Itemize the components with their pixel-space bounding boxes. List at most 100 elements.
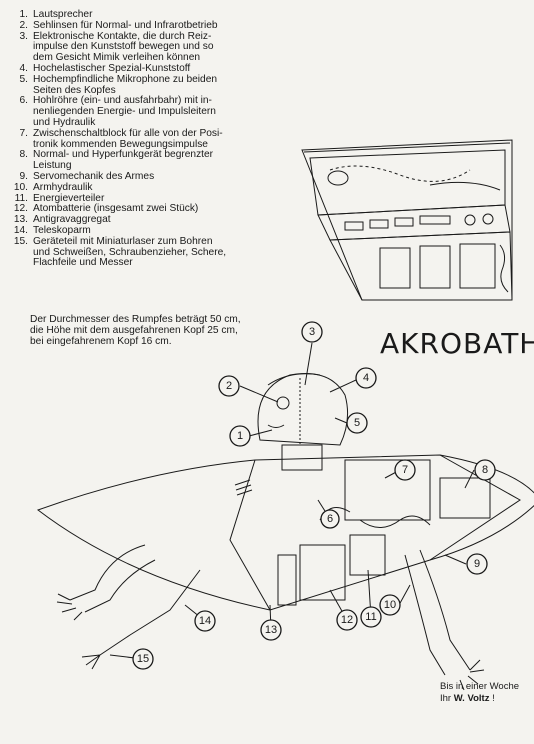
part-item: tronik kommenden Bewegungsimpulse <box>8 138 290 151</box>
part-text: impulse den Kunststoff bewegen und so <box>33 41 214 53</box>
part-item: Flachfeile und Messer <box>8 258 290 269</box>
part-item: 6.Hohlröhre (ein- und ausfahrbahr) mit i… <box>8 96 290 107</box>
callout-3: 3 <box>301 321 323 343</box>
dimensions-line: bei eingefahrenem Kopf 16 cm. <box>30 336 172 347</box>
callout-7: 7 <box>394 459 416 481</box>
part-number: 15. <box>13 235 28 247</box>
callout-11: 11 <box>360 606 382 628</box>
callout-8: 8 <box>474 459 496 481</box>
part-text: Geräteteil mit Miniaturlaser zum Bohren <box>33 235 213 247</box>
part-item: 15. Geräteteil mit Miniaturlaser zum Bohr… <box>8 235 290 248</box>
part-text: Hochelastischer Spezial-Kunststoff <box>33 62 191 74</box>
part-number: 1. <box>19 9 29 20</box>
part-number: 11. <box>14 192 28 204</box>
callout-number: 4 <box>363 372 369 384</box>
part-item: 2.Sehlinsen für Normal- und Infrarotbetr… <box>8 19 290 32</box>
part-text: Elektronische Kontakte, die durch Reiz- <box>33 30 212 42</box>
part-item: nenliegenden Energie- und Impulsleitern <box>8 106 290 118</box>
part-number: 12. <box>13 203 28 215</box>
callout-number: 14 <box>199 615 211 627</box>
callout-number: 10 <box>384 599 396 611</box>
part-number: 9. <box>19 170 29 182</box>
callout-number: 9 <box>474 558 480 570</box>
part-item: Leistung <box>8 160 290 172</box>
dimensions-line: die Höhe mit dem ausgefahrenen Kopf 25 c… <box>30 325 238 336</box>
callout-12: 12 <box>336 609 358 631</box>
callout-6: 6 <box>320 509 340 529</box>
callout-number: 2 <box>226 380 232 392</box>
part-text: Seiten des Kopfes <box>33 84 116 96</box>
callout-15: 15 <box>132 648 154 670</box>
part-item: 5.Hochempfindliche Mikrophone zu beiden <box>8 73 290 86</box>
part-number: 7. <box>19 127 29 139</box>
part-number: 10. <box>13 181 28 193</box>
part-text: dem Gesicht Mimik verleihen können <box>33 52 201 64</box>
callout-2: 2 <box>218 375 240 397</box>
robot-title: AKROBATH <box>380 327 534 360</box>
part-item: und Schweißen, Schraubenzieher, Schere, <box>8 246 290 259</box>
part-text: Flachfeile und Messer <box>33 257 133 269</box>
part-number: 4. <box>19 62 29 74</box>
part-text: Teleskoparm <box>33 224 91 236</box>
part-item: 9. Servomechanik des Armes <box>8 170 290 183</box>
callout-number: 8 <box>482 464 488 476</box>
part-item: 4. Hochelastischer Spezial-Kunststoff <box>8 62 290 75</box>
callout-9: 9 <box>466 553 488 575</box>
callout-number: 13 <box>265 624 277 636</box>
part-text: Armhydraulik <box>33 181 93 193</box>
part-text: tronik kommenden Bewegungsimpulse <box>33 138 208 150</box>
part-item: 10. Armhydraulik <box>8 181 290 194</box>
callout-number: 6 <box>327 513 333 525</box>
callout-number: 1 <box>237 430 243 442</box>
part-item: impulse den Kunststoff bewegen und so <box>8 42 290 53</box>
part-item: 13. Antigravaggregat <box>8 214 290 226</box>
part-item: 8. Normal- und Hyperfunkgerät begrenzter <box>8 150 290 161</box>
part-number: 6. <box>19 95 29 107</box>
callout-number: 7 <box>402 464 408 476</box>
dimensions-note: Der Durchmesser des Rumpfes beträgt 50 c… <box>30 314 280 347</box>
part-text: Servomechanik des Armes <box>33 170 155 182</box>
part-text: Normal- und Hyperfunkgerät begrenzter <box>33 149 214 161</box>
robot-body <box>36 373 534 691</box>
signoff: Bis in einer Woche Ihr W. Voltz ! <box>440 681 534 705</box>
part-text: Sehlinsen für Normal- und Infrarotbetrie… <box>33 19 218 31</box>
part-item: 12. Atombatterie (insgesamt zwei Stück) <box>8 204 290 215</box>
signoff-author: W. Voltz <box>453 693 490 704</box>
part-text: Zwischenschaltblock für alle von der Pos… <box>33 127 223 139</box>
part-text: Leistung <box>33 160 72 172</box>
part-number: 8. <box>19 149 29 161</box>
callout-leaders <box>109 342 475 660</box>
part-text: Energieverteiler <box>33 192 105 204</box>
part-item: 7. Zwischenschaltblock für alle von der P… <box>8 127 290 140</box>
part-number: 14. <box>13 224 28 236</box>
callout-5: 5 <box>346 412 368 434</box>
signoff-line: Bis in einer Woche <box>440 681 520 692</box>
callout-number: 12 <box>341 614 353 626</box>
part-text: nenliegenden Energie- und Impulsleitern <box>33 106 216 118</box>
part-item: Seiten des Kopfes <box>8 84 290 97</box>
part-item: 1. Lautsprecher <box>8 9 290 21</box>
part-text: Lautsprecher <box>33 9 93 20</box>
part-text: Hochempfindliche Mikrophone zu beiden <box>33 73 218 85</box>
part-text: und Schweißen, Schraubenzieher, Schere, <box>33 246 227 258</box>
part-item: 14. Teleskoparm <box>8 224 290 237</box>
callout-14: 14 <box>194 610 216 632</box>
dimensions-line: Der Durchmesser des Rumpfes beträgt 50 c… <box>30 314 241 325</box>
callout-13: 13 <box>260 619 282 641</box>
part-item: und Hydraulik <box>8 116 290 129</box>
callout-number: 5 <box>354 417 360 429</box>
part-item: 11. Energieverteiler <box>8 192 290 205</box>
part-text: Antigravaggregat <box>33 214 111 226</box>
part-number: 13. <box>13 214 28 226</box>
callout-number: 11 <box>365 611 376 623</box>
part-item: dem Gesicht Mimik verleihen können <box>8 52 290 64</box>
part-text: Atombatterie (insgesamt zwei Stück) <box>33 203 199 215</box>
callout-number: 15 <box>137 653 149 665</box>
part-number: 3. <box>19 30 29 42</box>
part-text: und Hydraulik <box>33 116 96 128</box>
callout-4: 4 <box>355 367 377 389</box>
